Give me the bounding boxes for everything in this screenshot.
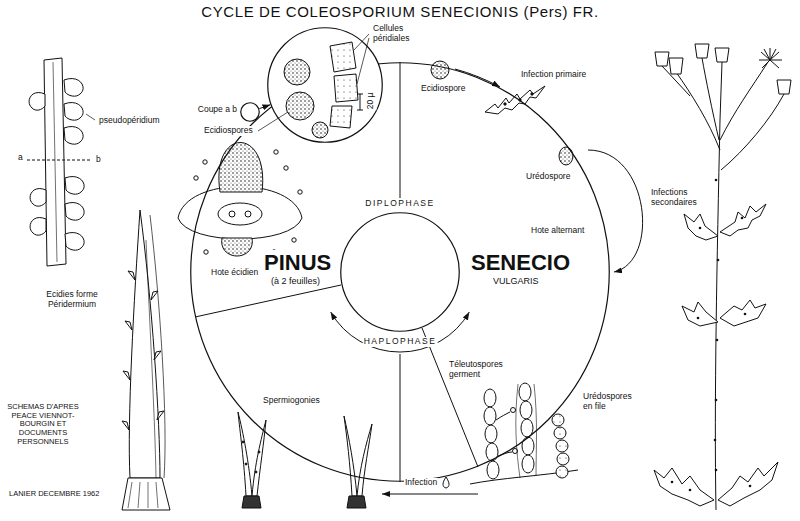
pine-stem-pseudoperidia — [27, 58, 95, 266]
zoom-detail — [258, 34, 369, 138]
node-label: VULGARIS — [492, 276, 540, 286]
annotation-label: Hote écidien — [210, 268, 259, 278]
annotation-label: Ecidiospore — [420, 84, 466, 94]
annotation-label: Infection primaire — [520, 70, 587, 80]
circle-border — [241, 103, 260, 122]
node-label: (à 2 feuilles) — [270, 276, 321, 286]
annotation-label: 20 µ — [366, 92, 376, 111]
circle-node: DIPLOPHASEHAPLOPHASE — [340, 212, 460, 332]
circle-border — [191, 63, 610, 482]
connector-arrow — [259, 105, 270, 109]
annotation-label: Infections secondaires — [650, 188, 714, 208]
node-label: DIPLOPHASE — [364, 199, 435, 209]
annotation-label: Urédospore — [525, 172, 571, 182]
annotation-label: pseudopéridium — [98, 116, 160, 126]
circle-outline — [340, 212, 460, 332]
senecio-plant — [654, 44, 791, 510]
node-label: SENECIO — [470, 250, 571, 275]
node-label: Coupe a b — [192, 105, 238, 115]
spores — [431, 61, 573, 488]
annotation-label: Hote alternant — [530, 226, 585, 236]
node-label: Cellules péridiales — [372, 24, 424, 44]
node-label: HAPLOPHASE — [363, 337, 438, 347]
node-label: PINUS — [263, 250, 332, 275]
annotation-label: LANIER DECEMBRE 1962 — [8, 490, 100, 499]
circle-node: Cellules péridialesEcidiospores — [267, 27, 383, 143]
annotation-label: b — [95, 155, 102, 165]
annotation-label: a — [17, 153, 24, 163]
teliospore-chains — [470, 383, 578, 484]
circle-border — [341, 213, 460, 332]
circle-outline — [240, 102, 260, 122]
annotation-label: Ecidies forme Péridermium — [28, 290, 116, 310]
annotation-label: Infection — [404, 478, 438, 488]
pine-needle-aecia — [122, 210, 170, 510]
diagram-title: CYCLE DE COLEOSPORIUM SENECIONIS (Pers) … — [0, 3, 800, 20]
annotation-label: Téleutospores germent — [448, 360, 514, 380]
node-label: Ecidiospores — [203, 126, 254, 136]
annotation-label: Spermiogonies — [262, 396, 321, 406]
circle-node: Coupe a b — [240, 102, 260, 122]
circle-outline — [267, 27, 383, 143]
aecium-section — [178, 143, 302, 257]
infected-leaf — [485, 86, 545, 114]
circle-border — [268, 28, 383, 143]
annotation-label: SCHEMAS D'APRES PEACE VIENNOT-BOURGIN ET… — [4, 403, 82, 446]
annotation-label: Urédospores en file — [582, 392, 642, 412]
